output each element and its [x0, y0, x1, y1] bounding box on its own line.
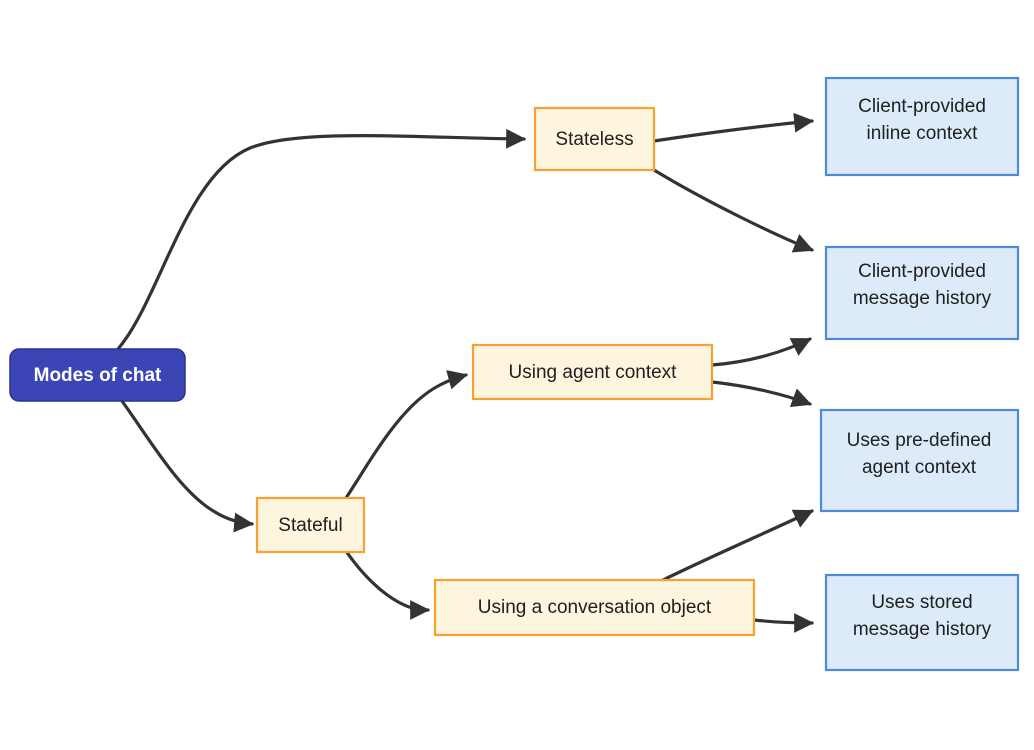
node-using-conversation-object-label: Using a conversation object: [478, 597, 712, 618]
node-client-provided-message-history-shape[interactable]: [824, 245, 1020, 341]
node-stateful[interactable]: Stateful: [255, 496, 366, 554]
node-layer: Modes of chat Stateless Stateful Using a…: [9, 76, 1020, 672]
node-modes-of-chat-shape[interactable]: [9, 348, 186, 402]
node-stateful-label: Stateful: [278, 515, 342, 536]
node-uses-stored-message-history-shape[interactable]: [824, 573, 1020, 672]
node-using-conversation-object[interactable]: Using a conversation object: [433, 578, 756, 637]
edge-conversation-object-to-predefined-context: [661, 509, 814, 582]
node-using-conversation-object-shape[interactable]: [433, 578, 756, 637]
node-uses-predefined-agent-context-shape[interactable]: [819, 408, 1020, 513]
node-stateless[interactable]: Stateless: [533, 106, 656, 172]
edge-root-to-stateless: [116, 128, 526, 351]
edge-stateful-to-agent-context: [344, 370, 468, 500]
node-client-provided-message-history-label-line2: message history: [853, 288, 992, 309]
node-client-provided-message-history-label-line1: Client-provided: [858, 261, 986, 282]
edge-layer: [116, 112, 814, 633]
node-uses-predefined-agent-context[interactable]: Uses pre-defined agent context: [819, 408, 1020, 513]
node-stateless-label: Stateless: [555, 129, 633, 150]
edge-agent-context-to-message-history: [710, 337, 812, 367]
edge-agent-context-to-predefined-context: [710, 380, 812, 408]
edge-stateless-to-inline-context: [652, 112, 814, 143]
node-stateful-shape[interactable]: [255, 496, 366, 554]
node-using-agent-context-shape[interactable]: [471, 343, 714, 401]
node-using-agent-context[interactable]: Using agent context: [471, 343, 714, 401]
node-stateless-shape[interactable]: [533, 106, 656, 172]
edge-stateful-to-conversation-object: [344, 549, 430, 620]
node-using-agent-context-label: Using agent context: [509, 362, 678, 383]
edge-conversation-object-to-stored-history: [752, 613, 814, 633]
node-uses-predefined-agent-context-label-line1: Uses pre-defined: [847, 430, 992, 451]
node-uses-stored-message-history-label-line2: message history: [853, 619, 992, 640]
node-client-provided-inline-context[interactable]: Client-provided inline context: [824, 76, 1020, 177]
node-uses-stored-message-history-label-line1: Uses stored: [871, 592, 972, 613]
node-modes-of-chat[interactable]: Modes of chat: [9, 348, 186, 402]
node-uses-stored-message-history[interactable]: Uses stored message history: [824, 573, 1020, 672]
node-client-provided-message-history[interactable]: Client-provided message history: [824, 245, 1020, 341]
node-uses-predefined-agent-context-label-line2: agent context: [862, 457, 977, 478]
edge-root-to-stateful: [120, 399, 254, 533]
node-client-provided-inline-context-label-line1: Client-provided: [858, 96, 986, 117]
node-modes-of-chat-label: Modes of chat: [34, 365, 162, 386]
edge-stateless-to-message-history: [652, 168, 814, 253]
node-client-provided-inline-context-shape[interactable]: [824, 76, 1020, 177]
node-client-provided-inline-context-label-line2: inline context: [867, 123, 979, 144]
